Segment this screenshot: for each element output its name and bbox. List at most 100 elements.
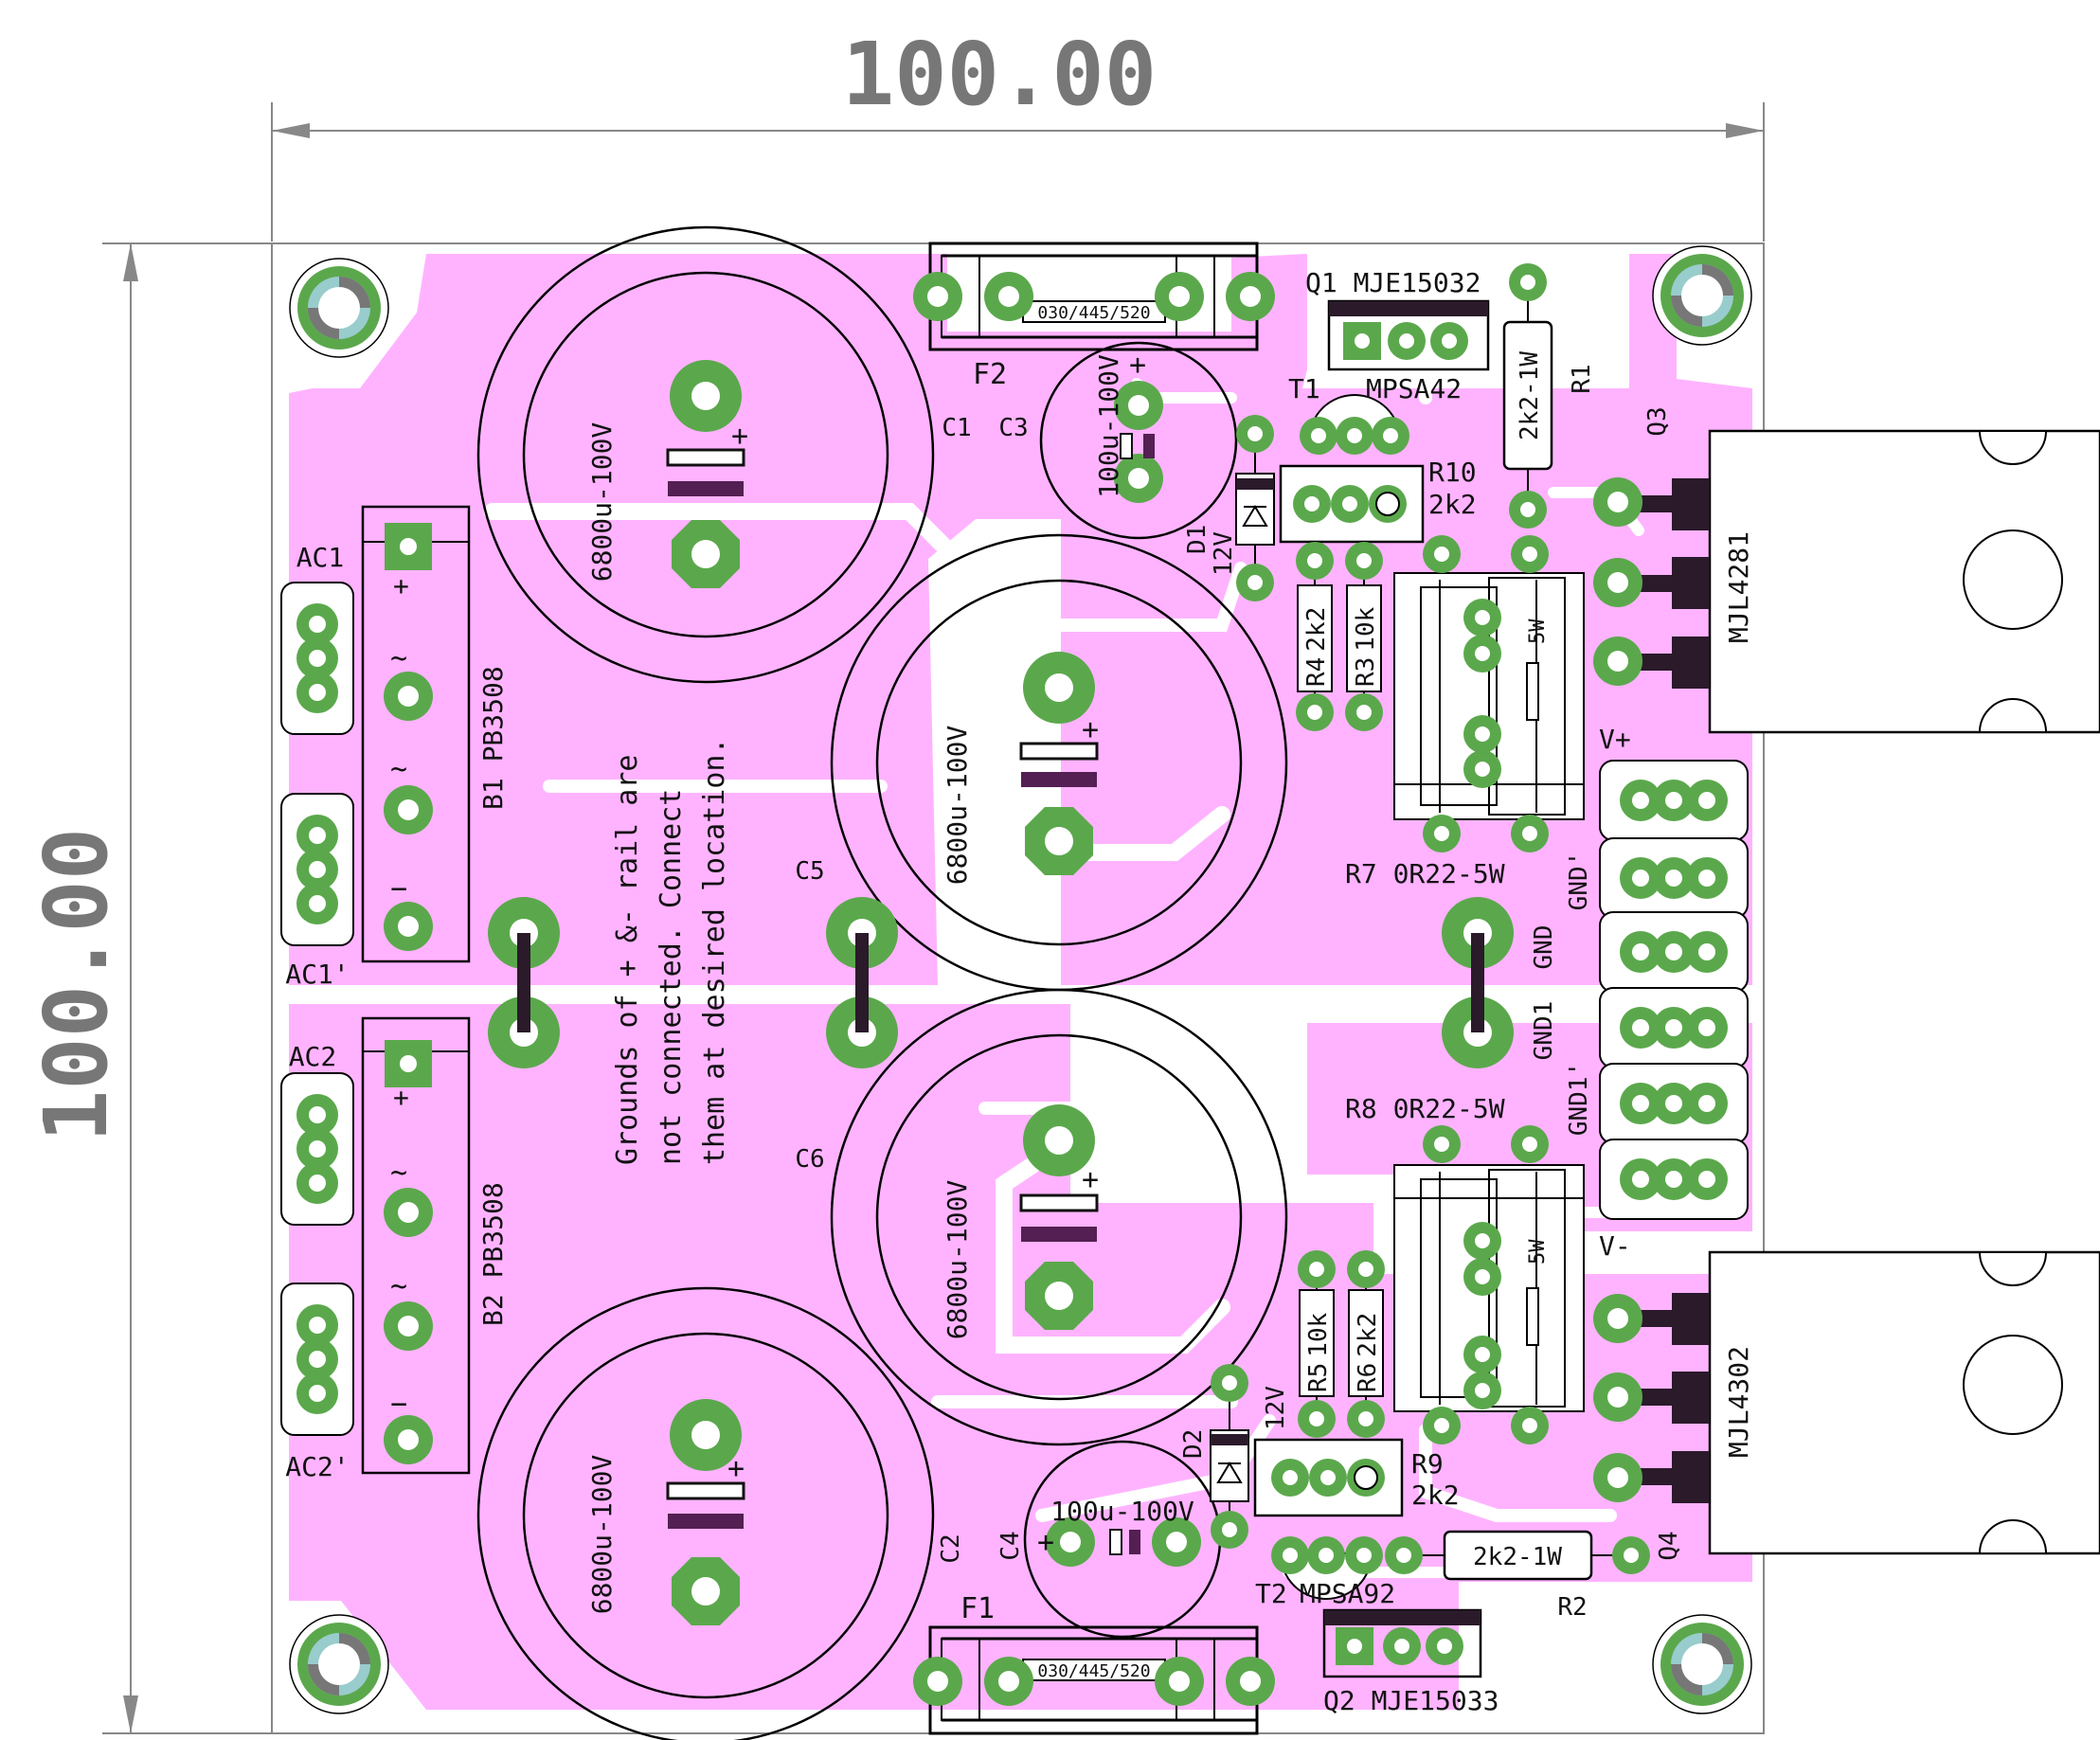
trimmer-r10-value: 2k2 <box>1428 489 1477 520</box>
resistor-r1-value: 2k2-1W <box>1516 351 1544 440</box>
transistor-q4-ref: Q4 <box>1655 1531 1683 1560</box>
fuse-f2-ref: F2 <box>973 358 1007 391</box>
capacitor-c2-ref: C2 <box>937 1534 965 1563</box>
svg-text:R62k2: R62k2 <box>1354 1313 1382 1392</box>
connector-ac1: AC1 <box>280 542 354 735</box>
capacitor-c6-ref: C6 <box>795 1145 824 1174</box>
svg-text:+: + <box>1037 1526 1054 1559</box>
capacitor-c4: + 100u-100V C4 <box>996 1440 1222 1639</box>
svg-text:~: ~ <box>390 753 407 786</box>
capacitor-c5-ref: C5 <box>795 857 824 886</box>
mounting-hole-bottom-right <box>1652 1614 1752 1714</box>
dimension-vertical: 100.00 <box>26 242 272 1734</box>
connector-vplus-label: V+ <box>1599 724 1631 755</box>
transistor-t2-value: MPSA92 <box>1300 1578 1395 1609</box>
resistor-r7: 5W R7 0R22-5W <box>1345 535 1585 889</box>
connector-gnd1-label: GND1 <box>1530 1001 1558 1061</box>
capacitor-c2-value: 6800u-100V <box>586 1455 618 1615</box>
capacitor-c3-value: 100u-100V <box>1093 354 1124 498</box>
connector-gnd1-prime-label: GND1' <box>1565 1062 1593 1136</box>
fuse-f2-value: 030/445/520 <box>1037 303 1150 323</box>
resistor-r8-power: 5W <box>1526 1239 1550 1265</box>
capacitor-c3-ref: C3 <box>998 414 1028 442</box>
svg-text:R7 0R22-5W: R7 0R22-5W <box>1345 858 1505 889</box>
transistor-q4: MJL4302 Q4 <box>1593 1250 2100 1561</box>
fuse-f2: 030/445/520 F2 <box>913 242 1275 391</box>
resistor-r3: R310k <box>1345 542 1383 731</box>
bridge-b1: + ~ ~ − B1 PB3508 <box>361 505 509 963</box>
ground-note-line-1: Grounds of + &- rail are <box>611 755 644 1165</box>
zener-d1-ref: D1 <box>1183 525 1212 554</box>
transistor-q1-value: MJE15032 <box>1354 267 1481 298</box>
capacitor-c6: + 6800u-100V C6 <box>795 988 1288 1446</box>
resistor-r7-value: 0R22-5W <box>1393 858 1505 889</box>
capacitor-c1: + 6800u-100V C1 <box>476 225 972 684</box>
resistor-r7-power: 5W <box>1526 619 1550 644</box>
svg-text:−: − <box>390 872 407 906</box>
svg-text:~: ~ <box>390 642 407 675</box>
dimension-horizontal: 100.00 <box>271 24 1765 242</box>
resistor-r2-value: 2k2-1W <box>1473 1543 1562 1571</box>
svg-text:+: + <box>1082 713 1099 746</box>
svg-text:+: + <box>393 1082 409 1113</box>
resistor-r5-value: 10k <box>1304 1312 1333 1356</box>
capacitor-c4-value: 100u-100V <box>1050 1496 1194 1527</box>
transistor-t1: T1 MPSA42 <box>1288 373 1462 455</box>
transistor-q3-value: MJL4281 <box>1723 531 1754 643</box>
bridge-b2-ref: B2 <box>477 1294 509 1326</box>
svg-text:+: + <box>1082 1163 1099 1196</box>
capacitor-c6-value: 6800u-100V <box>942 1180 973 1340</box>
svg-text:R8 0R22-5W: R8 0R22-5W <box>1345 1093 1505 1124</box>
resistor-r5: R510k <box>1298 1250 1336 1438</box>
mounting-hole-top-left <box>289 258 389 358</box>
connector-ac2-prime-label: AC2' <box>285 1451 349 1482</box>
resistor-r3-value: 10k <box>1352 606 1380 651</box>
fuse-f1: 030/445/520 F1 <box>913 1592 1275 1735</box>
svg-text:Q2 MJE15033: Q2 MJE15033 <box>1323 1685 1499 1716</box>
transistor-t1-ref: T1 <box>1288 373 1320 404</box>
bridge-b2-value: PB3508 <box>477 1182 509 1278</box>
svg-text:−: − <box>390 1388 407 1421</box>
connector-gnd-label: GND <box>1530 925 1558 970</box>
resistor-r1: 2k2-1W R1 <box>1502 263 1596 529</box>
svg-text:B2 PB3508: B2 PB3508 <box>477 1182 509 1326</box>
output-connectors: V+ V- GND' GND GND1 GND1' <box>1530 724 1749 1262</box>
zener-d2-ref: D2 <box>1179 1429 1208 1459</box>
connector-ac1-prime-label: AC1' <box>285 959 349 990</box>
svg-text:Q1 MJE15032: Q1 MJE15032 <box>1305 267 1481 298</box>
ground-jumpers <box>488 897 1514 1068</box>
transistor-q1-ref: Q1 <box>1305 267 1337 298</box>
fuse-f1-ref: F1 <box>960 1592 995 1625</box>
bridge-b1-value: PB3508 <box>477 666 509 762</box>
transistor-q1: Q1 MJE15032 <box>1305 267 1490 371</box>
resistor-r8: 5W R8 0R22-5W <box>1345 1093 1585 1444</box>
resistor-r8-value: 0R22-5W <box>1393 1093 1505 1124</box>
svg-text:+: + <box>731 420 748 453</box>
ground-note-line-3: them at desired location. <box>698 737 731 1165</box>
ground-note-line-2: not connected. Connect <box>655 789 688 1165</box>
resistor-r6-ref: R6 <box>1354 1363 1382 1392</box>
capacitor-c3: + 100u-100V C3 <box>998 341 1238 540</box>
trimmer-r9: R9 2k2 <box>1253 1438 1460 1517</box>
resistor-r2: 2k2-1W R2 <box>1385 1530 1650 1622</box>
transistor-q3: MJL4281 Q3 <box>1593 406 2100 734</box>
trimmer-r10: R10 2k2 <box>1279 457 1477 544</box>
trimmer-r10-ref: R10 <box>1428 457 1477 488</box>
svg-text:+: + <box>1129 349 1146 382</box>
capacitor-c4-ref: C4 <box>996 1531 1025 1560</box>
svg-text:R42k2: R42k2 <box>1302 607 1331 687</box>
transistor-q2-value: MJE15033 <box>1372 1685 1499 1716</box>
svg-text:~: ~ <box>390 1157 407 1190</box>
svg-text:~: ~ <box>390 1270 407 1303</box>
transistor-q3-ref: Q3 <box>1643 406 1672 436</box>
mounting-hole-bottom-left <box>289 1614 389 1714</box>
bridge-b2: + ~ ~ − B2 PB3508 <box>361 1016 509 1475</box>
zener-d1: D1 12V <box>1183 415 1275 601</box>
fuse-f1-value: 030/445/520 <box>1037 1661 1150 1681</box>
resistor-r5-ref: R5 <box>1304 1363 1333 1392</box>
connector-gnd-prime-label: GND' <box>1565 852 1593 911</box>
dimension-width: 100.00 <box>842 24 1157 125</box>
dimension-height: 100.00 <box>26 828 127 1142</box>
transistor-t2: T2 MPSA92 <box>1255 1536 1395 1609</box>
